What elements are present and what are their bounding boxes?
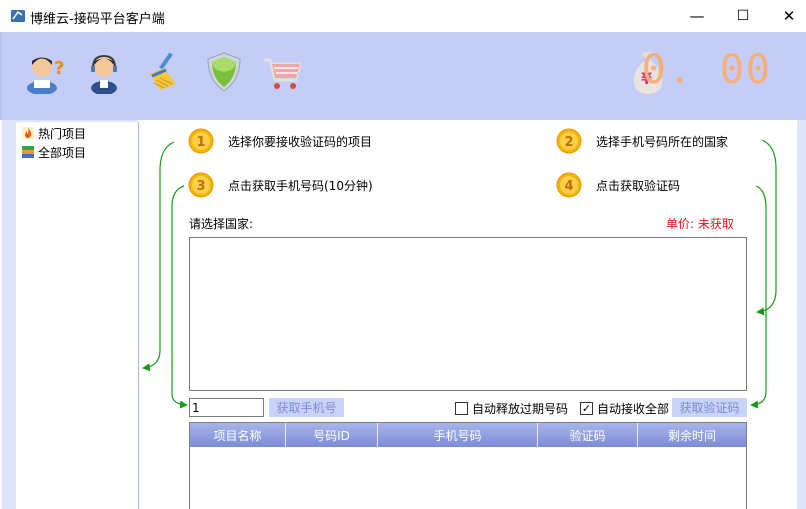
stack-icon [22,146,34,158]
cart-icon[interactable] [260,50,304,94]
auto-receive-box[interactable]: ✓ [580,402,593,415]
app-logo-icon [11,10,25,22]
tree-item-hot[interactable]: 热门项目 [22,124,86,142]
auto-release-box[interactable] [455,402,468,415]
country-label: 请选择国家: [189,217,254,231]
svg-text:1: 1 [196,135,205,150]
title-bar: 博维云-接码平台客户端 — ☐ ✕ [0,0,806,32]
step-4-badge-icon: 4 [556,172,582,198]
auto-release-label: 自动释放过期号码 [472,402,569,416]
country-list[interactable] [189,237,747,391]
svg-text:4: 4 [564,179,573,194]
svg-text:¥: ¥ [641,69,652,88]
get-code-button[interactable]: 获取验证码 [672,398,747,417]
unit-price: 单价: 未获取 [666,217,734,231]
svg-text:?: ? [54,58,64,79]
tree-item-label: 热门项目 [38,126,87,141]
step-3-badge-icon: 3 [188,172,214,198]
get-phone-button[interactable]: 获取手机号 [269,398,344,417]
tree-item-all[interactable]: 全部项目 [22,143,86,161]
minimize-button[interactable]: — [689,7,705,25]
auto-receive-label: 自动接收全部 [597,402,670,416]
step-1: 1 选择你要接收验证码的项目 [188,128,372,154]
step-3-text: 点击获取手机号码(10分钟) [228,178,373,193]
numbers-table: 项目名称 号码ID 手机号码 验证码 剩余时间 [189,422,747,509]
help-user-icon[interactable]: ? [24,50,68,94]
support-agent-icon[interactable] [82,50,126,94]
auto-receive-checkbox[interactable]: ✓ 自动接收全部 [580,400,669,417]
column-code[interactable]: 验证码 [538,423,638,447]
step-3: 3 点击获取手机号码(10分钟) [188,172,373,198]
step-2-text: 选择手机号码所在的国家 [596,134,729,149]
step-1-badge-icon: 1 [188,128,214,154]
column-project-name[interactable]: 项目名称 [190,423,286,447]
auto-release-checkbox[interactable]: 自动释放过期号码 [455,400,568,417]
hot-flame-icon [22,127,34,139]
left-panel: 热门项目 全部项目 [2,120,139,509]
table-header: 项目名称 号码ID 手机号码 验证码 剩余时间 [190,423,746,447]
tree-item-label: 全部项目 [38,145,87,160]
svg-text:2: 2 [564,135,573,150]
quantity-input[interactable] [189,398,264,417]
step-2-badge-icon: 2 [556,128,582,154]
broom-icon[interactable] [142,50,186,94]
step-4: 4 点击获取验证码 [556,172,680,198]
project-tree: 热门项目 全部项目 [16,122,139,509]
column-phone[interactable]: 手机号码 [378,423,538,447]
column-number-id[interactable]: 号码ID [286,423,378,447]
shield-icon[interactable] [202,50,246,94]
svg-text:3: 3 [196,179,205,194]
close-button[interactable]: ✕ [782,7,796,25]
toolbar: ? ¥ 0. 00 [0,32,806,120]
step-1-text: 选择你要接收验证码的项目 [228,134,373,149]
column-remaining-time[interactable]: 剩余时间 [667,428,716,443]
step-4-text: 点击获取验证码 [596,178,681,193]
step-2: 2 选择手机号码所在的国家 [556,128,728,154]
money-bag-icon: ¥ [633,52,663,94]
right-edge [797,120,806,509]
maximize-button[interactable]: ☐ [736,8,750,24]
balance-amount: 0. 00 [641,47,772,93]
window-title: 博维云-接码平台客户端 [30,12,165,27]
